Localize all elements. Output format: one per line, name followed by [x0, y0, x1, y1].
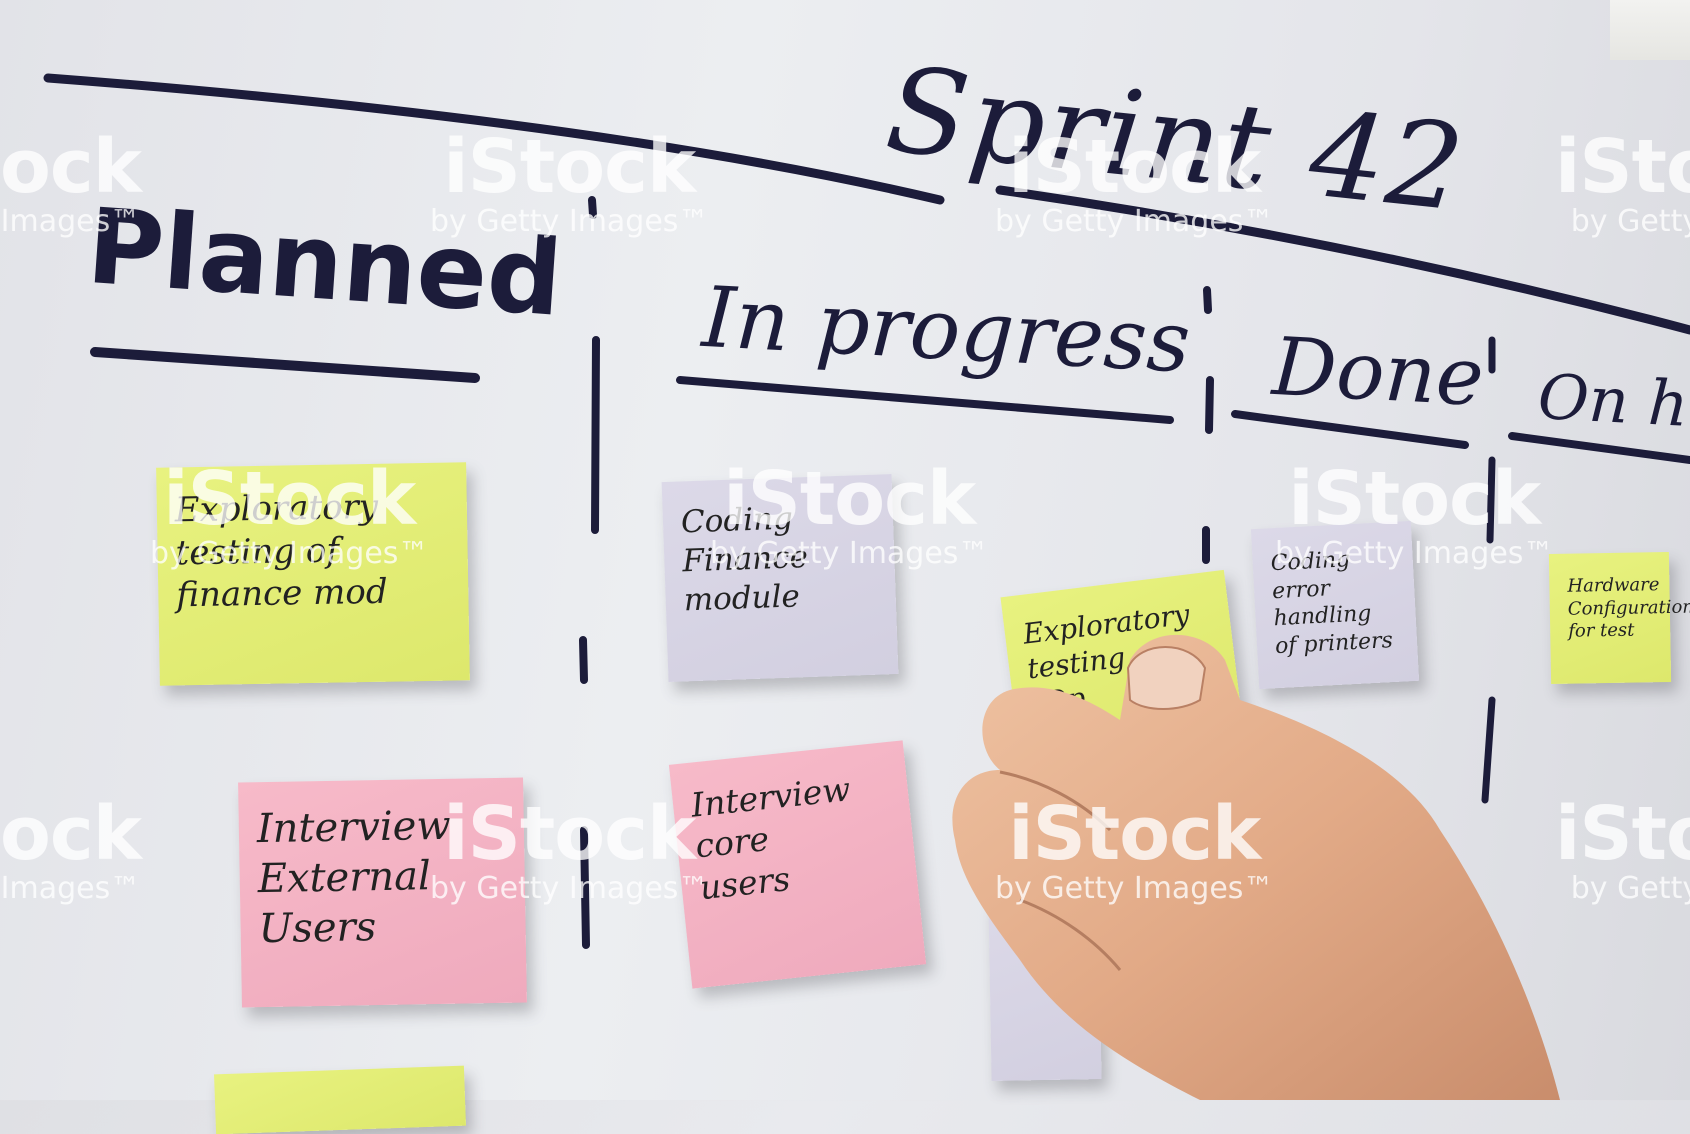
divider-2	[1202, 286, 1214, 564]
marker-lines	[43, 73, 1690, 949]
divider-1	[579, 196, 600, 949]
wall-corner	[1610, 0, 1690, 60]
hold-underline	[1508, 432, 1690, 464]
divider-3	[1481, 336, 1496, 804]
planned-underline	[90, 347, 480, 383]
progress-underline	[676, 376, 1174, 424]
hand-holding-note	[952, 634, 1560, 1100]
top-rule-line	[43, 73, 1690, 335]
done-underline	[1231, 410, 1469, 449]
